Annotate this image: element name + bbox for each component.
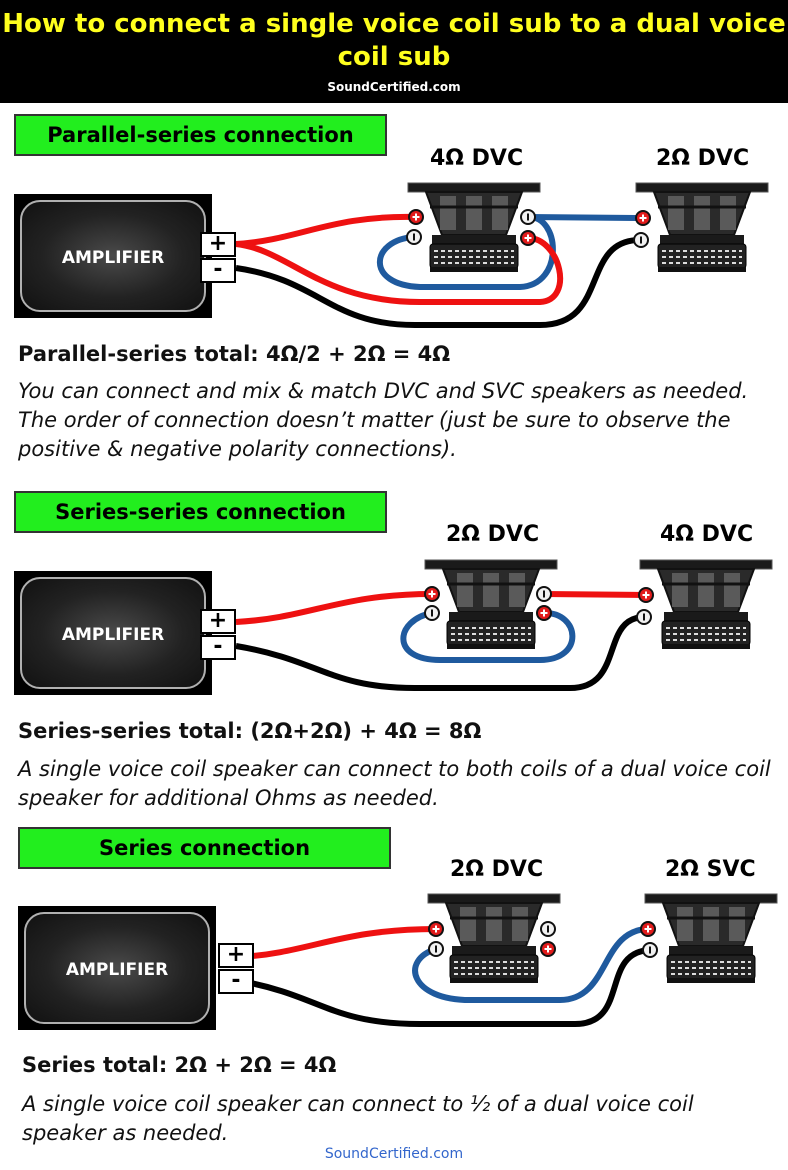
section-label-parallel-series: Parallel-series connection	[14, 114, 387, 156]
plus-terminal: +	[218, 943, 254, 968]
negative-wire	[239, 947, 651, 1027]
explanation-note: A single voice coil speaker can connect …	[22, 1092, 694, 1145]
minus-terminal: -	[200, 258, 236, 283]
speaker-right	[643, 892, 779, 985]
speaker2-label: 2Ω DVC	[656, 146, 750, 171]
total-formula: Parallel-series total: 4Ω/2 + 2Ω = 4Ω	[18, 342, 451, 366]
positive-wire	[239, 926, 437, 960]
jumper-wire-top	[527, 214, 641, 221]
speaker2-label: 2Ω SVC	[665, 857, 756, 882]
amplifier: AMPLIFIER	[18, 906, 216, 1030]
total-formula: Series-series total: (2Ω+2Ω) + 4Ω = 8Ω	[18, 719, 482, 743]
amplifier: AMPLIFIER	[14, 571, 212, 695]
amplifier-label: AMPLIFIER	[61, 248, 165, 268]
series-link-wire	[543, 591, 647, 598]
brand-footer: SoundCertified.com	[324, 1146, 464, 1162]
jumper-wire	[412, 926, 649, 1003]
speaker1-label: 4Ω DVC	[430, 146, 524, 171]
amplifier-label: AMPLIFIER	[65, 960, 169, 980]
positive-wire	[235, 591, 433, 625]
minus-terminal: -	[200, 635, 236, 660]
section-label-series: Series connection	[18, 827, 391, 869]
speaker-left	[426, 892, 562, 985]
plus-terminal: +	[200, 232, 236, 257]
positive-wire	[235, 213, 417, 247]
speaker1-label: 2Ω DVC	[450, 857, 544, 882]
negative-wire	[235, 614, 645, 691]
explanation-note: A single voice coil speaker can connect …	[18, 757, 771, 810]
negative-wire	[235, 237, 641, 328]
section-label-series-series: Series-series connection	[14, 491, 387, 533]
speaker1-label: 2Ω DVC	[446, 522, 540, 547]
explanation-note: You can connect and mix & match DVC and …	[18, 379, 749, 461]
brand-top: SoundCertified.com	[327, 80, 461, 94]
plus-terminal: +	[200, 609, 236, 634]
total-formula: Series total: 2Ω + 2Ω = 4Ω	[22, 1053, 337, 1077]
page-title: How to connect a single voice coil sub t…	[2, 9, 786, 72]
minus-terminal: -	[218, 969, 254, 994]
amplifier-label: AMPLIFIER	[61, 625, 165, 645]
speaker2-label: 4Ω DVC	[660, 522, 754, 547]
jumper-wire	[377, 213, 556, 290]
amplifier: AMPLIFIER	[14, 194, 212, 318]
jumper-wire	[400, 609, 576, 663]
header-bar: How to connect a single voice coil sub t…	[0, 0, 788, 103]
positive-wire	[235, 235, 564, 305]
